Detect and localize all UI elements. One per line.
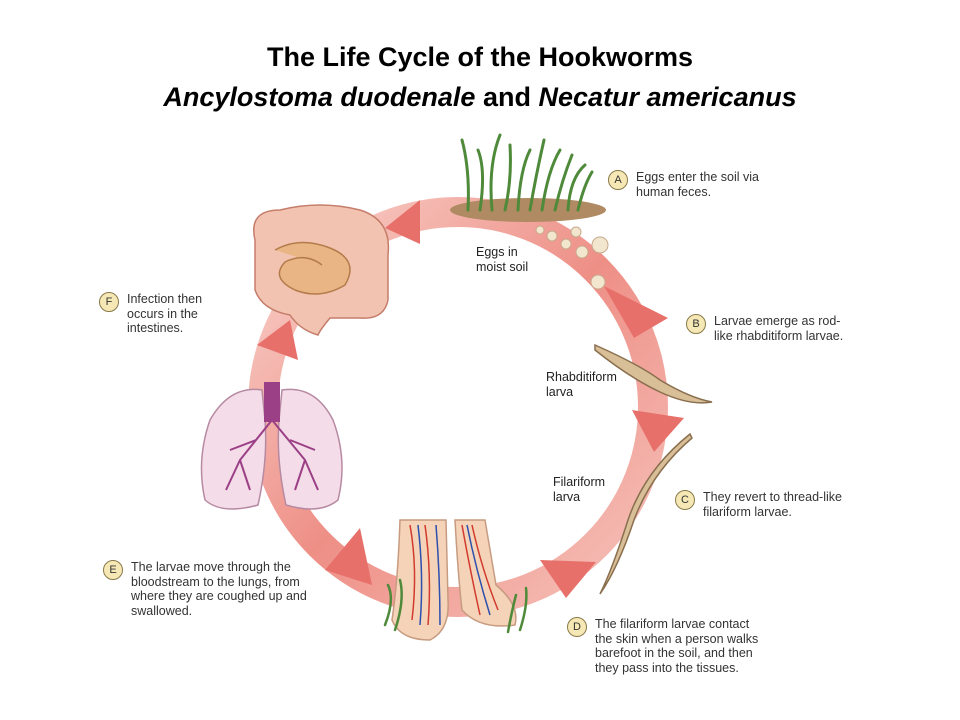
title-line-1: The Life Cycle of the Hookworms [266,42,694,72]
step-text-a: Eggs enter the soil via human feces. [636,170,759,199]
label-rhabditiform: Rhabditiform larva [546,370,617,399]
intestine-icon [253,204,390,336]
step-b: B Larvae emerge as rod-like rhabditiform… [686,314,854,343]
title-line-2: Ancylostoma duodenale and Necatur americ… [0,80,960,114]
label-eggs-in-soil: Eggs in moist soil [476,245,529,274]
grass-icon [450,133,606,222]
rhabditiform-larva-icon [594,343,713,404]
feet-icon [383,519,528,641]
title-conjunction: and [475,82,539,112]
step-badge-b: B [686,314,706,334]
species-2: Necatur americanus [538,82,797,112]
step-badge-e: E [103,560,123,580]
step-a: A Eggs enter the soil via human feces. [608,170,786,199]
step-badge-a: A [608,170,628,190]
arrow-egg-to-larva [604,286,668,338]
step-text-c: They revert to thread-like filariform la… [703,490,842,519]
lungs-icon [200,382,343,510]
label-filariform: Filariform larva [553,475,606,504]
step-text-d: The filariform larvae contact the skin w… [595,617,759,675]
step-e: E The larvae move through the bloodstrea… [103,560,321,618]
arrow-filariform-to-skin [540,560,596,598]
step-badge-f: F [99,292,119,312]
arrow-skin-to-lungs [325,528,372,585]
step-d: D The filariform larvae contact the skin… [567,617,765,675]
step-badge-c: C [675,490,695,510]
step-text-b: Larvae emerge as rod-like rhabditiform l… [714,314,844,343]
arrow-intestine-to-soil [385,200,420,244]
filariform-larva-icon [599,432,693,595]
step-text-f: Infection then occurs in the intestines. [127,292,203,335]
step-c: C They revert to thread-like filariform … [675,490,853,519]
step-f: F Infection then occurs in the intestine… [99,292,242,336]
eggs-icon [535,225,609,290]
species-1: Ancylostoma duodenale [163,82,476,112]
arrow-lungs-to-intestine [257,320,298,360]
arrow-rhabditiform-to-filariform [632,410,684,452]
step-badge-d: D [567,617,587,637]
step-text-e: The larvae move through the bloodstream … [131,560,307,618]
